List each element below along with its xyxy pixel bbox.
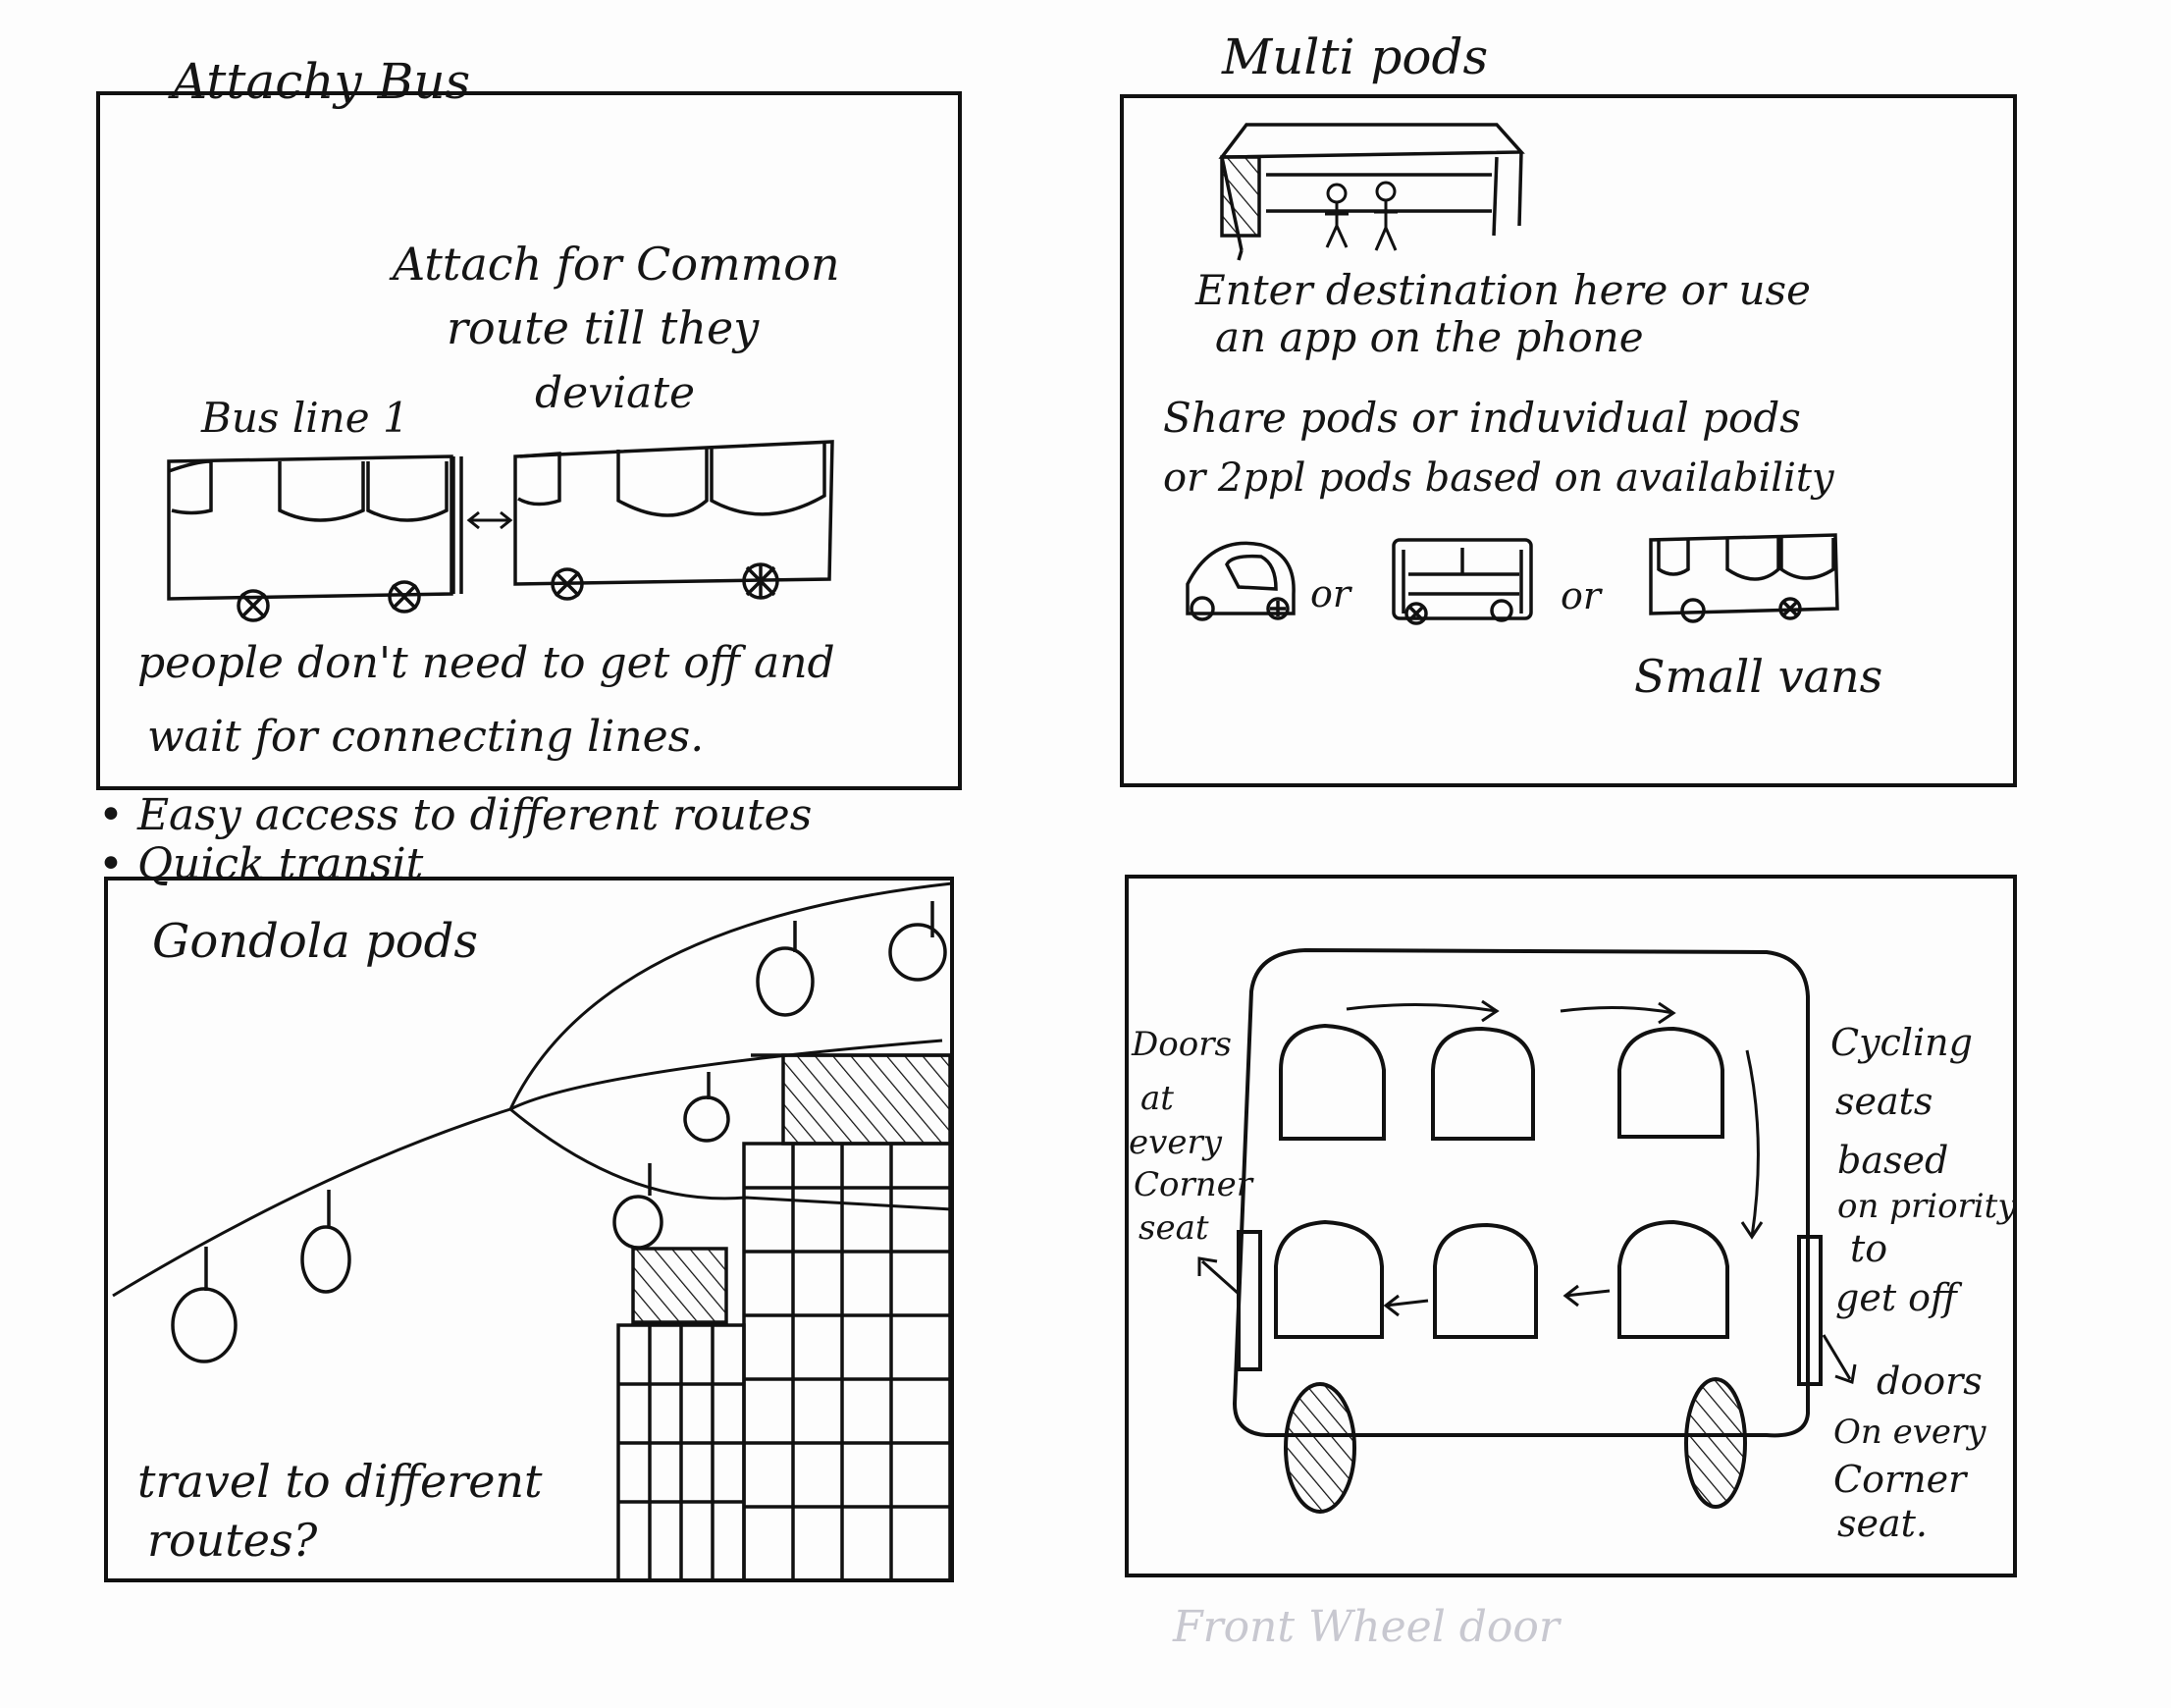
- small-van-icon: [1649, 533, 1839, 623]
- cycling-van-icon: [1232, 947, 1823, 1438]
- gondola-caption-line1: travel to different: [137, 1455, 543, 1508]
- faint-footer-text: Front Wheel door: [1172, 1602, 1562, 1652]
- person-icon: [1374, 181, 1398, 251]
- two-person-pod-icon: [1392, 538, 1533, 625]
- gondola-title: Gondola pods: [152, 914, 478, 969]
- small-vans-label: Small vans: [1634, 650, 1882, 703]
- cycling-arrow-icon: [1346, 999, 1764, 1317]
- gondola-panel: Gondola pods: [104, 877, 954, 1582]
- attach-bullet-2: • Quick transit: [98, 839, 424, 889]
- building-icon: [742, 1053, 952, 1582]
- single-pod-icon: [1186, 541, 1296, 621]
- gondola-pod-icon: [612, 1163, 663, 1250]
- doors-corner-label: Doors at every Corner seat: [1129, 1025, 1263, 1248]
- gondola-pod-icon: [300, 1190, 351, 1294]
- door-pointer-arrow-icon: [1197, 1256, 1240, 1296]
- cycling-seats-frame: [1125, 875, 2017, 1577]
- attach-bullet-1: • Easy access to different routes: [98, 790, 812, 840]
- gondola-pod-icon: [683, 1072, 730, 1143]
- pod-or-1: or: [1310, 572, 1353, 615]
- multi-pods-line1: Enter destination here or use: [1194, 266, 1811, 314]
- cycling-seats-panel: Doors at every Corner seat Cycling seats…: [1125, 875, 2029, 1652]
- building-icon: [616, 1247, 746, 1582]
- gondola-pod-icon: [756, 921, 815, 1017]
- gondola-cable: [112, 881, 953, 1298]
- door-every-corner-label: doors On every Corner seat.: [1833, 1360, 1998, 1545]
- wheel-icon: [1284, 1382, 1356, 1514]
- multi-pods-frame: [1120, 94, 2017, 787]
- attach-bus-frame: [96, 91, 962, 790]
- wheel-icon: [1684, 1377, 1747, 1509]
- cycling-seats-label: Cycling seats based on priority to get o…: [1830, 1021, 2029, 1319]
- pod-or-2: or: [1561, 574, 1604, 617]
- multi-pods-panel: Multi pods Enter destination: [1120, 28, 2017, 787]
- attach-bus-panel: Attachy Bus Attach for Common route till…: [96, 53, 962, 889]
- multi-pods-line4: or 2ppl pods based on availability: [1163, 455, 1835, 501]
- pod-station-icon: [1218, 123, 1525, 261]
- multi-pods-line3: Share pods or induvidual pods: [1163, 394, 1801, 442]
- gondola-pod-icon: [888, 901, 947, 982]
- attach-bus-title: Attachy Bus: [168, 53, 470, 110]
- attach-note-line3: deviate: [535, 368, 695, 418]
- bus-left-icon: [167, 454, 463, 622]
- gondola-frame: [104, 877, 954, 1582]
- bus-line-label: Bus line 1: [200, 394, 409, 442]
- door-pointer-arrow-icon: [1822, 1334, 1857, 1385]
- multi-pods-title: Multi pods: [1221, 28, 1488, 85]
- attach-note-line1: Attach for Common: [389, 238, 840, 291]
- attach-note-line2: route till they: [447, 301, 760, 354]
- gondola-caption-line2: routes?: [147, 1514, 318, 1567]
- bus-right-icon: [513, 440, 834, 601]
- attach-caption-line1: people don't need to get off and: [137, 638, 835, 688]
- attach-caption-line2: wait for connecting lines.: [147, 712, 704, 762]
- gondola-pod-icon: [171, 1247, 238, 1363]
- attach-arrow-icon: [466, 510, 513, 530]
- person-icon: [1325, 183, 1349, 248]
- multi-pods-line2: an app on the phone: [1215, 313, 1644, 361]
